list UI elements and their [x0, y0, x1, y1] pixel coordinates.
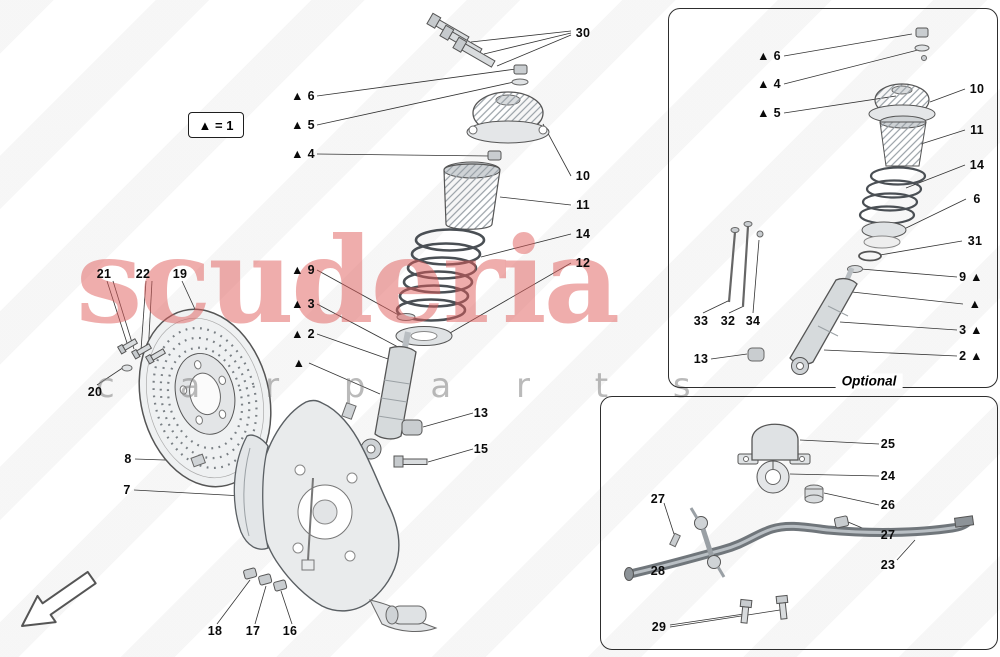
- direction-arrow: [21, 570, 97, 627]
- hub-nuts: [243, 567, 288, 592]
- opt-label-2: 2 ▲: [959, 349, 983, 363]
- disc-screws: [116, 338, 167, 372]
- part-label-2: ▲ 2: [291, 327, 315, 341]
- part-label-22: 22: [135, 267, 151, 281]
- part-label-16: 16: [282, 624, 298, 638]
- part-label-7: 7: [123, 483, 131, 497]
- part-label-19: 19: [172, 267, 188, 281]
- stab-label-23: 23: [880, 558, 896, 572]
- part-label-3: ▲ 3: [291, 297, 315, 311]
- legend-box: ▲ = 1: [188, 112, 244, 138]
- part-label-14: 14: [575, 227, 591, 241]
- dust-shield-drawing: [190, 434, 269, 550]
- part-label-triangle: ▲: [292, 356, 306, 370]
- stab-label-29: 29: [651, 620, 667, 634]
- opt-label-6b: 6: [973, 192, 981, 206]
- stab-label-26: 26: [880, 498, 896, 512]
- stabilizer-drawing: [624, 423, 975, 624]
- part-label-5: ▲ 5: [291, 118, 315, 132]
- part-label-8: 8: [124, 452, 132, 466]
- shock-absorber-drawing: [360, 64, 550, 468]
- part-label-6: ▲ 6: [291, 89, 315, 103]
- opt-label-34: 34: [745, 314, 761, 328]
- part-label-9: ▲ 9: [291, 263, 315, 277]
- mount-bolts: [426, 12, 496, 68]
- part-label-10: 10: [575, 169, 591, 183]
- part-label-21: 21: [96, 267, 112, 281]
- opt-label-14: 14: [969, 158, 985, 172]
- knuckle-drawing: [243, 399, 438, 632]
- part-label-17: 17: [245, 624, 261, 638]
- brake-disc-drawing: [138, 308, 272, 488]
- part-label-15: 15: [473, 442, 489, 456]
- opt-label-10: 10: [969, 82, 985, 96]
- leader-lines: [96, 30, 967, 628]
- opt-label-6: ▲ 6: [757, 49, 781, 63]
- opt-label-11: 11: [970, 123, 984, 137]
- optional-shock-drawing: [727, 27, 936, 375]
- part-label-4: ▲ 4: [291, 147, 315, 161]
- opt-label-33: 33: [693, 314, 709, 328]
- part-label-30: 30: [575, 26, 591, 40]
- stab-label-28: 28: [650, 564, 666, 578]
- opt-label-triangle: ▲: [968, 297, 982, 311]
- stab-label-27-left: 27: [650, 492, 666, 506]
- part-label-12: 12: [575, 256, 591, 270]
- optional-caption: Optional: [835, 373, 903, 389]
- opt-label-5: ▲ 5: [757, 106, 781, 120]
- opt-label-4: ▲ 4: [757, 77, 781, 91]
- opt-label-32: 32: [720, 314, 736, 328]
- opt-label-9: 9 ▲: [959, 270, 983, 284]
- part-label-18: 18: [207, 624, 223, 638]
- stab-label-24: 24: [880, 469, 896, 483]
- coil-spring: [395, 228, 486, 322]
- opt-label-3: 3 ▲: [959, 323, 983, 337]
- part-label-11: 11: [576, 198, 590, 212]
- opt-label-31: 31: [967, 234, 983, 248]
- opt-label-13: 13: [693, 352, 709, 366]
- part-label-13: 13: [473, 406, 489, 420]
- stab-label-27-right: 27: [880, 528, 896, 542]
- stab-label-25: 25: [880, 437, 896, 451]
- lower-bolt: [393, 455, 428, 468]
- part-label-20: 20: [87, 385, 103, 399]
